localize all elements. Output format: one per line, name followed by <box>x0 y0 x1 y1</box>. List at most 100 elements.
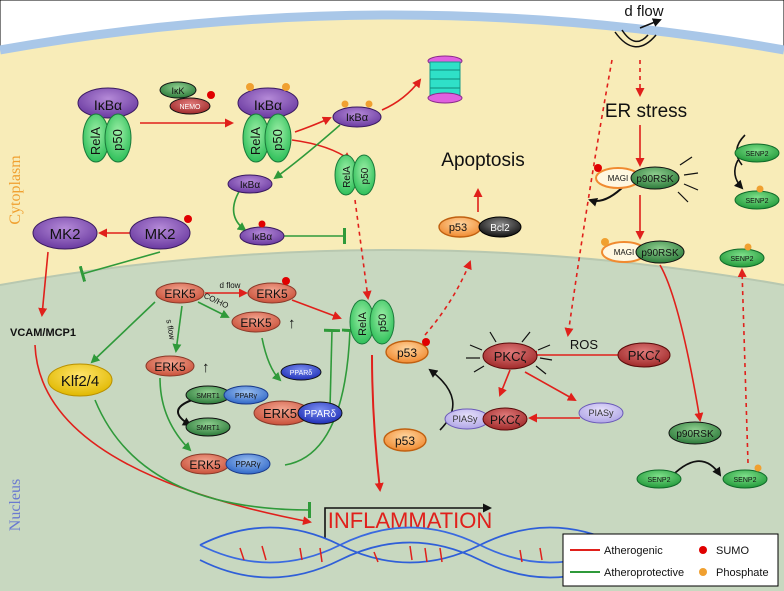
ikk-nemo-complex: IκK NEMO <box>159 81 215 115</box>
svg-text:PKCζ: PKCζ <box>628 348 661 363</box>
arrow-nfkb-translocate <box>354 199 372 300</box>
nfkb-complex-phospho: IκBα RelA p50 <box>237 83 299 163</box>
cytoplasm-label: Cytoplasm <box>7 155 24 225</box>
up-arrow-sflow: ↑ <box>202 359 210 376</box>
proteasome-icon <box>427 55 463 104</box>
erk5-pparg-complex: ERK5 PPARγ <box>180 453 271 475</box>
legend-phosphate-dot <box>699 568 707 576</box>
piasy-pkcz-complex: PIASy PKCζ <box>444 407 528 431</box>
arrow-nfkb-inflammation <box>371 354 384 492</box>
svg-text:Bcl2: Bcl2 <box>490 223 510 234</box>
svg-text:p90RSK: p90RSK <box>676 429 714 440</box>
arrow-erk5-sflow <box>172 305 183 353</box>
vcam-label: VCAM/MCP1 <box>10 327 76 339</box>
sumo-dot <box>207 91 215 99</box>
svg-text:IκK: IκK <box>171 86 184 96</box>
arrow-mk2-to-vcam <box>38 251 49 317</box>
ikba-phospho: IκBα <box>332 100 382 128</box>
legend: Atherogenic Atheroprotective SUMO Phosph… <box>562 533 779 587</box>
p53-bcl2-complex: p53 Bcl2 <box>438 216 522 238</box>
nfkb-free-cytoplasm: RelA p50 <box>334 154 376 196</box>
senp2-cyto-2: SENP2 <box>734 185 780 210</box>
nucleus-region <box>0 250 784 591</box>
svg-text:p90RSK: p90RSK <box>641 248 679 259</box>
svg-text:ERK5: ERK5 <box>240 316 272 330</box>
svg-text:RelA: RelA <box>248 127 263 156</box>
svg-text:PKCζ: PKCζ <box>494 349 527 364</box>
p53-free: p53 <box>383 428 427 452</box>
label-sflow: s flow <box>164 319 176 341</box>
svg-text:SENP2: SENP2 <box>648 477 671 484</box>
svg-text:IκBα: IκBα <box>346 112 369 124</box>
svg-text:IκBα: IκBα <box>240 180 260 191</box>
nfkb-nuclear: RelA p50 <box>349 299 395 345</box>
svg-text:ERK5: ERK5 <box>189 458 221 472</box>
svg-text:MK2: MK2 <box>50 226 81 243</box>
nucleus-label: Nucleus <box>7 479 24 531</box>
pkcz-inactive: PKCζ <box>617 342 671 368</box>
legend-phosphate-label: Phosphate <box>716 567 769 579</box>
svg-text:ERK5: ERK5 <box>164 287 196 301</box>
svg-text:SENP2: SENP2 <box>734 477 757 484</box>
svg-text:p53: p53 <box>395 434 415 448</box>
magi-p90rsk-active: MAGI p90RSK <box>594 156 699 203</box>
svg-text:MK2: MK2 <box>145 226 176 243</box>
magi-p90rsk-phospho: MAGI p90RSK <box>601 238 685 264</box>
arrow-dflow-ros <box>564 59 613 337</box>
label-dflow-small: d flow <box>220 281 241 290</box>
svg-text:IκBα: IκBα <box>252 232 272 243</box>
mk2: MK2 <box>32 216 98 250</box>
svg-text:MAGI: MAGI <box>614 248 634 257</box>
klf-node: Klf2/4 <box>47 363 113 397</box>
arrow-ikba-recycle <box>273 124 341 180</box>
arrow-senp2-curve <box>733 159 744 190</box>
dna-helix-icon <box>199 526 621 579</box>
smrt1-free: SMRT1 <box>185 417 231 437</box>
svg-text:RelA: RelA <box>357 311 369 336</box>
svg-text:p90RSK: p90RSK <box>636 174 674 185</box>
senp2-cyto-1: SENP2 <box>734 143 780 163</box>
senp2-nuclear: SENP2 <box>636 469 682 489</box>
svg-text:p53: p53 <box>397 346 417 360</box>
svg-text:SMRT1: SMRT1 <box>196 393 220 400</box>
svg-text:IκBα: IκBα <box>94 97 122 113</box>
svg-text:p50: p50 <box>270 129 285 151</box>
dna-rungs <box>239 545 543 563</box>
arrow-to-proteasome <box>381 78 422 111</box>
arrow-erk5-coho <box>197 301 230 318</box>
inhibit-klf-inflammation <box>94 399 312 519</box>
svg-text:ERK5: ERK5 <box>263 406 297 421</box>
arrow-pkcz-piasy <box>498 369 511 397</box>
arrow-pkcz-piasy2 <box>524 371 577 401</box>
svg-text:p53: p53 <box>449 222 467 234</box>
erk5-coho: ERK5 <box>231 311 281 333</box>
arrow-smrt1-release <box>177 399 193 427</box>
membrane <box>0 10 784 55</box>
smrt1-pparg-complex: SMRT1 PPARγ <box>185 385 269 405</box>
erk5-dflow: ERK5 <box>247 277 297 304</box>
arrow-ikba-down <box>232 189 247 232</box>
arrow-p53-apoptosis-dashed <box>424 260 472 336</box>
legend-atheroprotective-label: Atheroprotective <box>604 567 684 579</box>
svg-text:PPARγ: PPARγ <box>235 460 260 469</box>
erk5-main: ERK5 <box>155 282 205 304</box>
dflow-wave-icon <box>614 18 662 48</box>
erk5-sflow: ERK5 <box>145 355 195 377</box>
svg-text:PIASy: PIASy <box>452 414 478 424</box>
nuclear-envelope <box>0 249 784 286</box>
transcription-arrow <box>324 503 492 538</box>
svg-text:Klf2/4: Klf2/4 <box>61 373 99 390</box>
svg-text:PKCζ: PKCζ <box>490 413 521 427</box>
inhibit-mk2 <box>78 251 161 282</box>
svg-text:RelA: RelA <box>88 127 103 156</box>
svg-text:ERK5: ERK5 <box>154 360 186 374</box>
arrow-vcam-inflammation <box>34 344 312 526</box>
arrow-erk5-ppard <box>261 337 282 382</box>
legend-sumo-label: SUMO <box>716 545 749 557</box>
legend-sumo-dot <box>699 546 707 554</box>
apoptosis-label: Apoptosis <box>441 150 524 171</box>
up-arrow-coho: ↑ <box>288 315 296 332</box>
svg-text:NEMO: NEMO <box>180 104 202 111</box>
inhibit-pparg-nfkb <box>284 328 359 466</box>
